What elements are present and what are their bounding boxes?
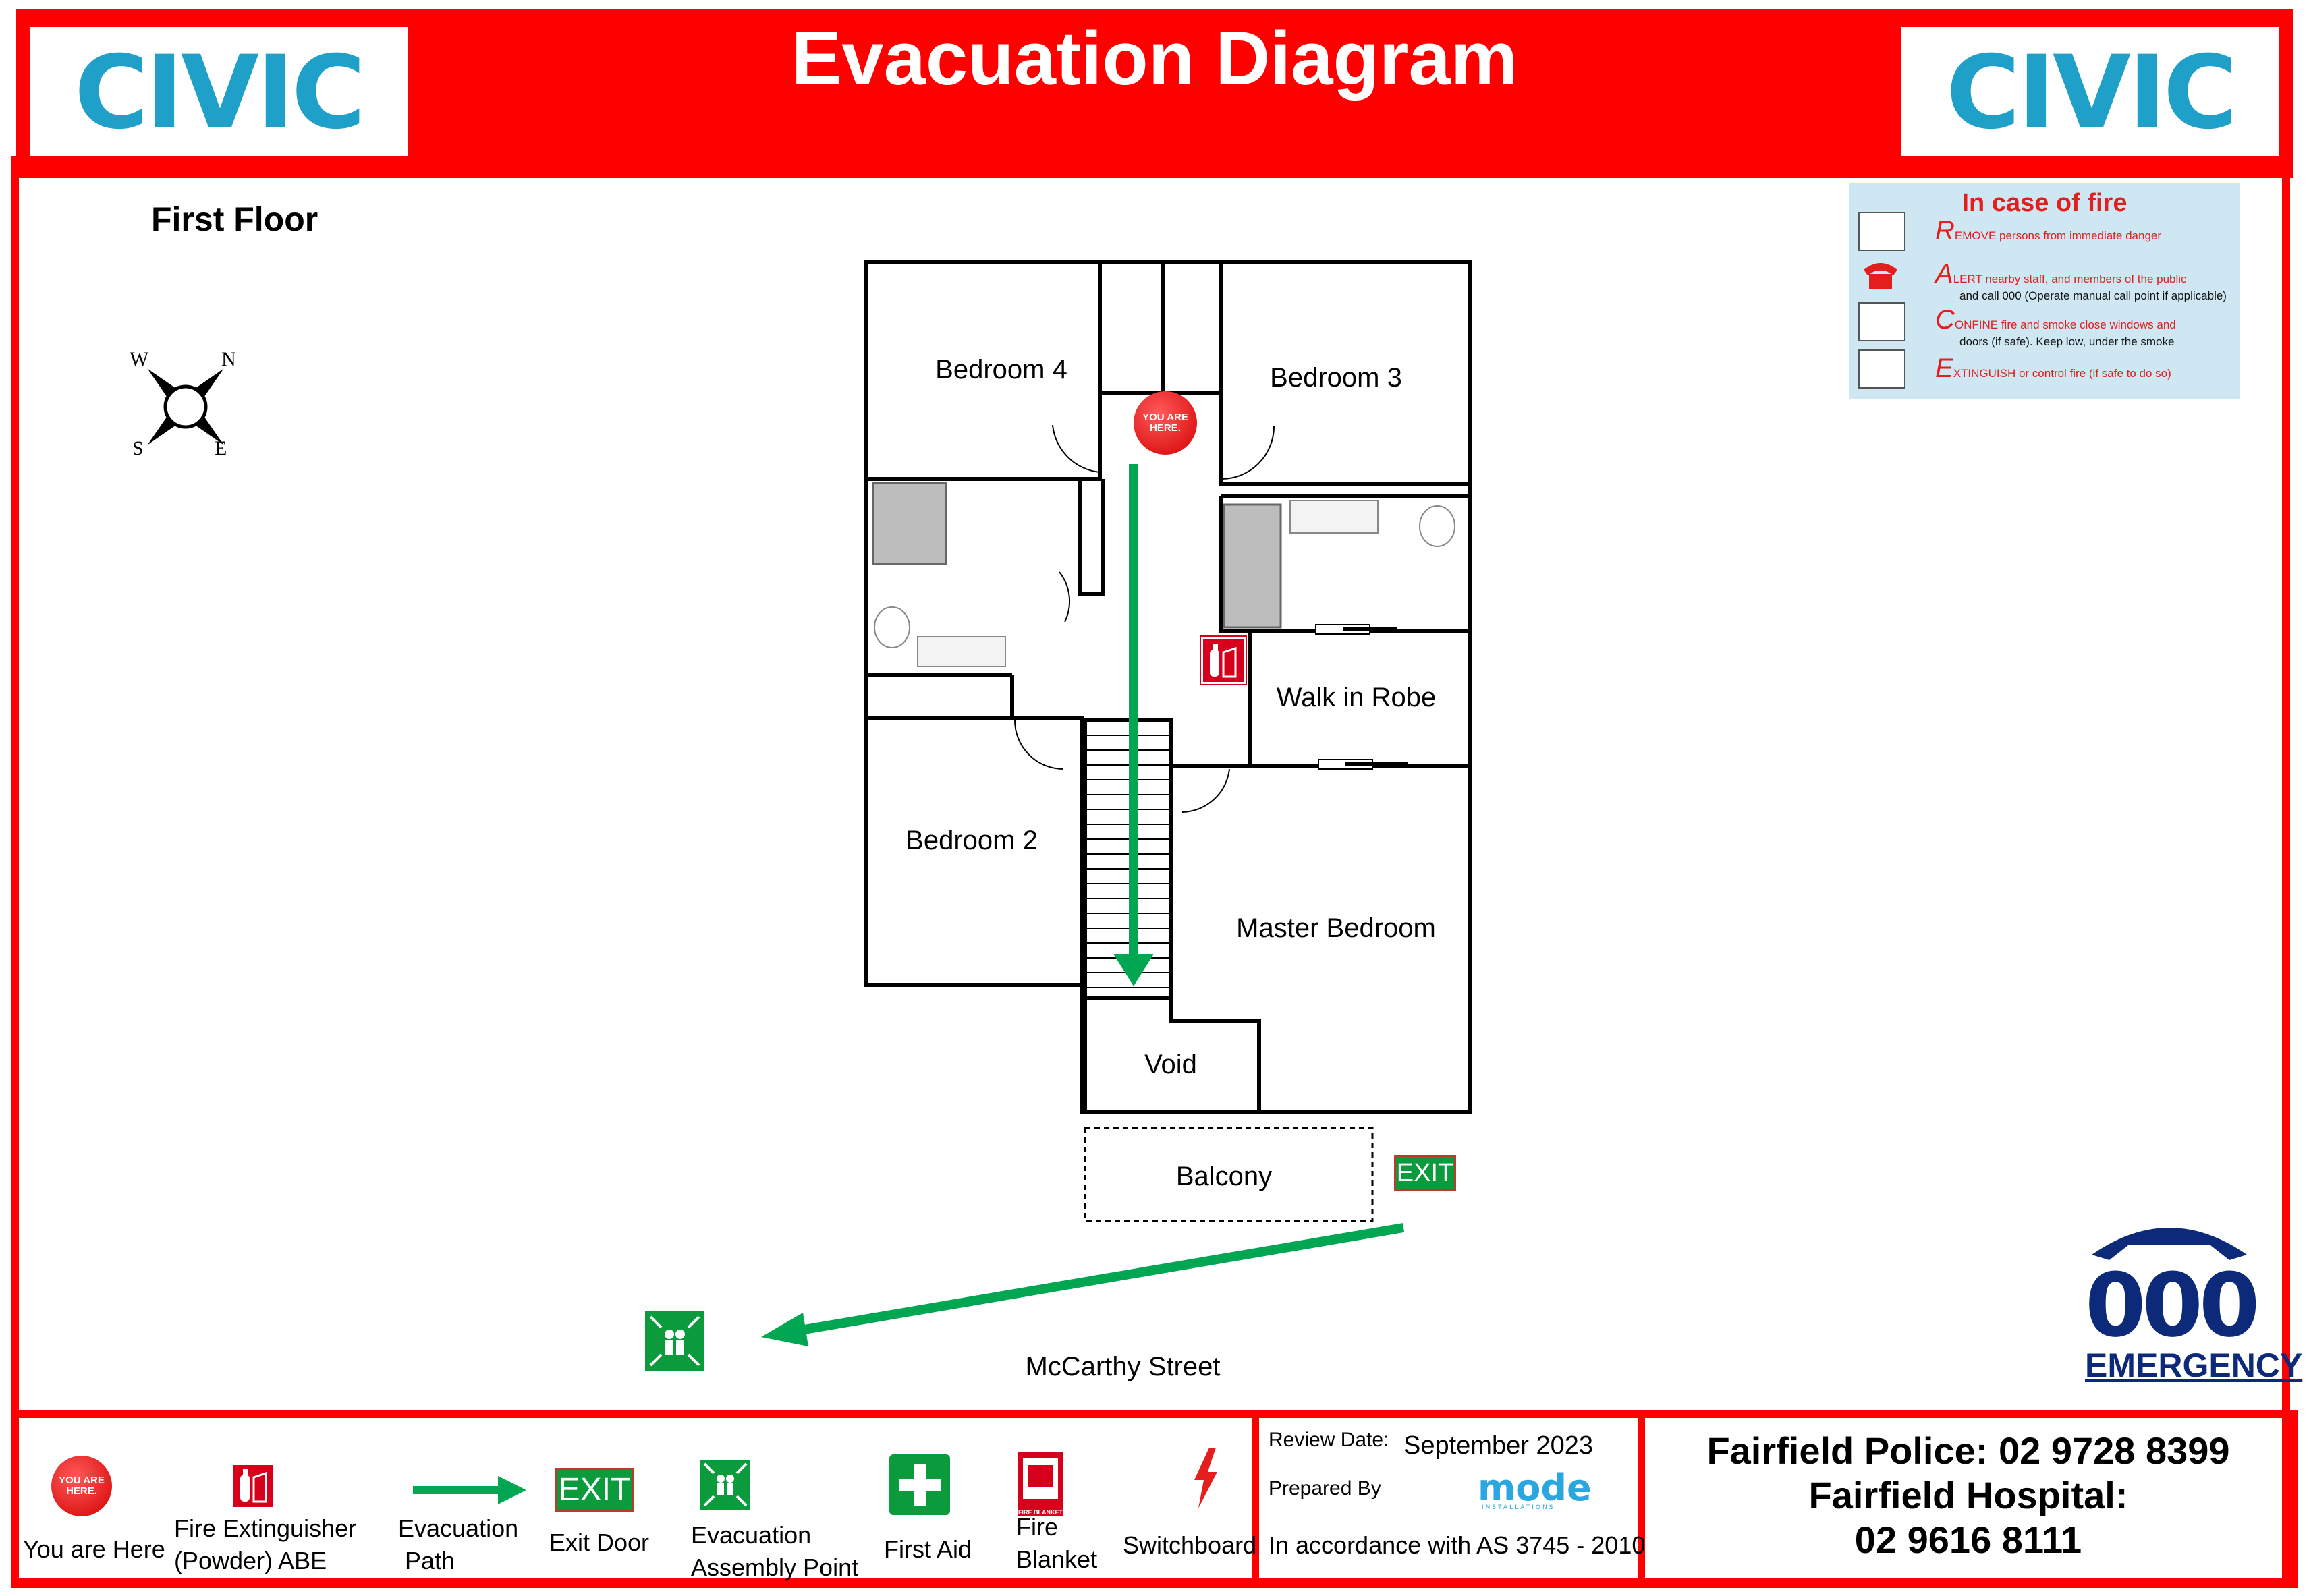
outer-wall — [864, 260, 1472, 1114]
civic-logo-right: CIVIC — [1901, 27, 2279, 159]
street-label: McCarthy Street — [1025, 1352, 1221, 1381]
phone-handset-icon — [2092, 1228, 2247, 1260]
legend-fire-blanket: Fire Blanket — [1016, 1513, 1098, 1573]
compass-s: S — [132, 437, 144, 459]
fire-blanket-badge: FIRE BLANKET — [1018, 1509, 1063, 1516]
review-date-value: September 2023 — [1403, 1431, 1593, 1460]
balcony-outline — [1084, 1127, 1374, 1222]
race-panel: In case of fire REMOVE persons from imme… — [1849, 183, 2240, 399]
legend-evac-path: Evacuation Path — [398, 1514, 519, 1574]
room-bedroom2: Bedroom 2 — [906, 826, 1038, 855]
legend-divider-1 — [1252, 1410, 1259, 1588]
race-item-a: ALERT nearby staff, and members of the p… — [1935, 259, 2227, 302]
civic-logo-left-text: CIVIC — [74, 34, 366, 152]
legend-assembly-icon — [700, 1460, 750, 1510]
civic-logo-left: CIVIC — [30, 27, 408, 159]
compass-e: E — [215, 437, 227, 459]
room-walk-in-robe: Walk in Robe — [1276, 683, 1437, 712]
stair-treads — [1085, 735, 1171, 988]
legend-extinguisher: Fire Extinguisher (Powder) ABE — [174, 1514, 357, 1574]
legend-first-aid-icon — [889, 1454, 950, 1515]
assembly-point-icon — [645, 1311, 704, 1371]
legend-you-are-here: You are Here — [23, 1535, 165, 1563]
legend-divider-2 — [1638, 1410, 1645, 1588]
legend-switchboard-icon — [1194, 1448, 1217, 1508]
legend-fire-blanket-icon: FIRE BLANKET — [1018, 1452, 1063, 1516]
compass-w: W — [130, 348, 149, 370]
room-balcony: Balcony — [1175, 1162, 1273, 1191]
race-item-e: EXTINGUISH or control fire (if safe to d… — [1935, 353, 2171, 383]
phone-icon — [1858, 255, 1903, 291]
remove-icon — [1858, 212, 1905, 251]
sliding-doors — [1315, 624, 1408, 770]
emergency-label: EMERGENCY — [2085, 1346, 2303, 1384]
race-item-r: REMOVE persons from immediate danger — [1935, 216, 2162, 246]
compass-icon — [147, 368, 224, 445]
police-contact: Fairfield Police: 02 9728 8399 — [1706, 1429, 2230, 1472]
hospital-number: 02 9616 8111 — [1854, 1518, 2082, 1561]
legend-bottom-edge — [11, 1580, 2298, 1588]
legend-evac-path-icon — [413, 1476, 526, 1504]
page-title: Evacuation Diagram — [791, 16, 1518, 101]
emergency-number: 000 — [2085, 1254, 2260, 1357]
race-item-c: CONFINE fire and smoke close windows and… — [1935, 305, 2176, 348]
room-bedroom4: Bedroom 4 — [935, 355, 1067, 384]
legend-exit-icon: EXIT — [555, 1468, 634, 1512]
bath-fixtures — [872, 482, 1455, 667]
emergency-000-logo: 000 EMERGENCY — [2085, 1207, 2303, 1390]
room-void: Void — [1144, 1050, 1197, 1079]
evacuation-path — [761, 464, 1405, 1346]
prepared-by-label: Prepared By — [1269, 1477, 1381, 1500]
civic-logo-right-text: CIVIC — [1946, 34, 2237, 152]
mode-logo-sub: INSTALLATIONS — [1482, 1504, 1555, 1511]
legend-switchboard: Switchboard — [1123, 1531, 1257, 1559]
legend-right-edge — [2290, 1410, 2298, 1588]
hospital-label: Fairfield Hospital: — [1808, 1474, 2128, 1516]
legend-first-aid: First Aid — [884, 1535, 972, 1563]
fire-extinguisher-icon — [1200, 635, 1247, 685]
legend-assembly: Evacuation Assembly Point — [691, 1521, 859, 1581]
room-bedroom3: Bedroom 3 — [1270, 363, 1402, 393]
legend-bar — [11, 1410, 2298, 1588]
you-are-here-marker: YOU ARE HERE. — [1134, 391, 1197, 455]
room-master-bedroom: Master Bedroom — [1236, 913, 1436, 943]
review-date-label: Review Date: — [1269, 1429, 1389, 1451]
contacts-block: Fairfield Police: 02 9728 8399 Fairfield… — [1646, 1429, 2290, 1562]
door-swings — [1014, 424, 1275, 813]
mode-logo: mode — [1478, 1466, 1592, 1509]
exit-sign: EXIT — [1394, 1155, 1456, 1191]
standard-text: In accordance with AS 3745 - 2010 — [1269, 1531, 1646, 1559]
legend-you-are-here-icon: YOU ARE HERE. — [51, 1456, 112, 1516]
legend-exit-door: Exit Door — [549, 1529, 650, 1556]
legend-extinguisher-icon — [233, 1465, 273, 1507]
extinguish-icon — [1858, 349, 1905, 389]
floor-label: First Floor — [151, 200, 318, 238]
bedroom3-walls — [1219, 262, 1470, 486]
confine-icon — [1858, 302, 1905, 341]
race-title: In case of fire — [1962, 189, 2127, 217]
compass-n: N — [221, 348, 236, 370]
